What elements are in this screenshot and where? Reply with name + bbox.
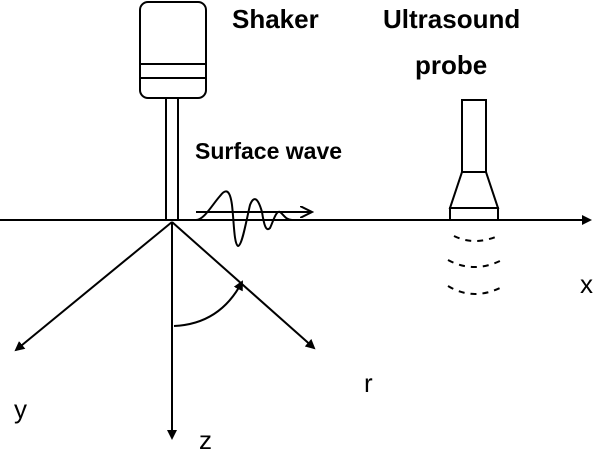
r-axis-label: r xyxy=(364,368,373,398)
x-axis-label: x xyxy=(580,269,593,299)
angle-arc xyxy=(173,280,243,327)
beam-arc-2 xyxy=(447,259,503,268)
probe-handle xyxy=(461,99,487,173)
beam-arc-1 xyxy=(453,235,499,242)
coordinate-axes xyxy=(14,221,316,440)
ultrasound-probe xyxy=(448,99,500,221)
y-axis-label: y xyxy=(14,394,27,424)
shaker-device xyxy=(139,1,207,221)
surface-wave xyxy=(195,190,312,248)
probe-head xyxy=(448,171,500,209)
ultrasound-beam xyxy=(447,235,505,295)
ultrasound-label-line2: probe xyxy=(415,50,487,80)
shaker-label: Shaker xyxy=(232,4,319,34)
surface-wave-label: Surface wave xyxy=(195,138,342,164)
ultrasound-label-line1: Ultrasound xyxy=(383,4,520,34)
y-axis-line xyxy=(14,221,173,352)
shaker-rod xyxy=(165,97,179,221)
surface-wave-curve xyxy=(195,190,293,248)
z-axis-label: z xyxy=(199,425,212,453)
probe-tip xyxy=(449,207,499,221)
shaker-body xyxy=(139,1,207,99)
beam-arc-3 xyxy=(447,285,505,295)
r-axis-line xyxy=(171,221,316,350)
